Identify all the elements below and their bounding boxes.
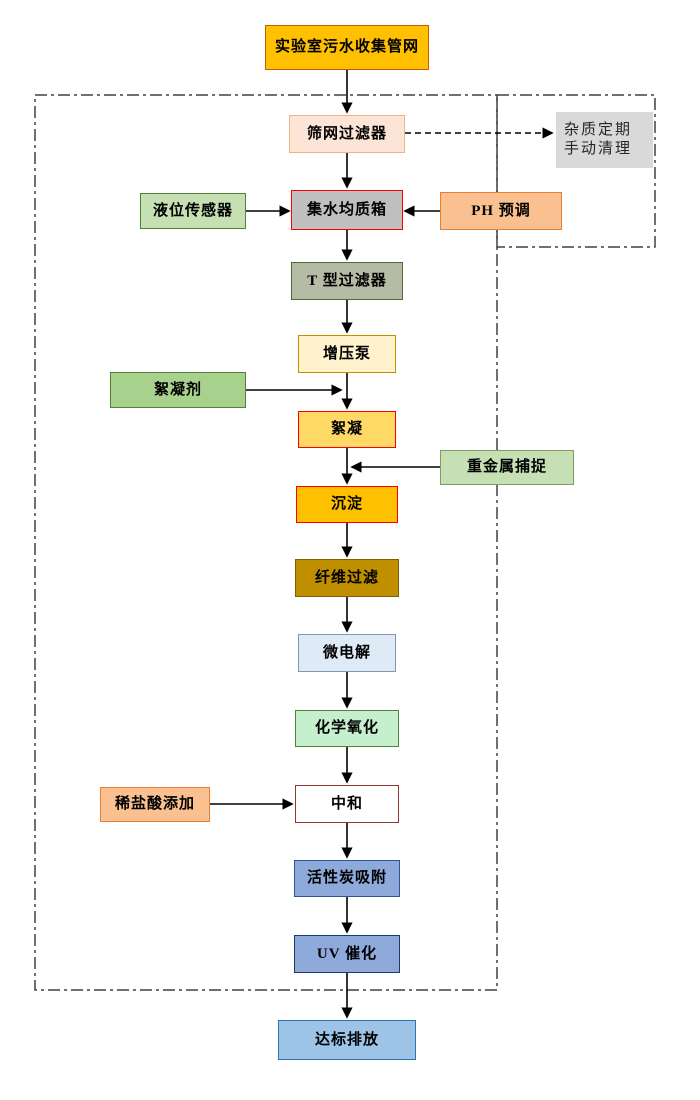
- node-fiber-filtration: 纤维过滤: [295, 559, 399, 597]
- node-activated-carbon: 活性炭吸附: [294, 860, 400, 897]
- node-neutralization: 中和: [295, 785, 399, 823]
- node-flocculant: 絮凝剂: [110, 372, 246, 408]
- node-uv-catalysis: UV 催化: [294, 935, 400, 973]
- node-t-filter: T 型过滤器: [291, 262, 403, 300]
- note-manual-cleaning: 杂质定期 手动清理: [556, 112, 653, 168]
- node-ph-preadjust: PH 预调: [440, 192, 562, 230]
- node-level-sensor: 液位传感器: [140, 193, 246, 229]
- node-source: 实验室污水收集管网: [265, 25, 429, 70]
- node-booster-pump: 增压泵: [298, 335, 396, 373]
- node-chemical-oxidation: 化学氧化: [295, 710, 399, 747]
- node-dilute-hcl: 稀盐酸添加: [100, 787, 210, 822]
- note-line1: 杂质定期: [564, 122, 633, 139]
- node-discharge: 达标排放: [278, 1020, 416, 1060]
- note-line2: 手动清理: [564, 141, 633, 157]
- node-collection-tank: 集水均质箱: [291, 190, 403, 230]
- process-boundary: [34, 94, 498, 991]
- node-screen-filter: 筛网过滤器: [289, 115, 405, 153]
- node-flocculation: 絮凝: [298, 411, 396, 448]
- node-heavy-metal-capture: 重金属捕捉: [440, 450, 574, 485]
- note-boundary: [496, 94, 656, 248]
- node-micro-electrolysis: 微电解: [298, 634, 396, 672]
- node-sedimentation: 沉淀: [296, 486, 398, 523]
